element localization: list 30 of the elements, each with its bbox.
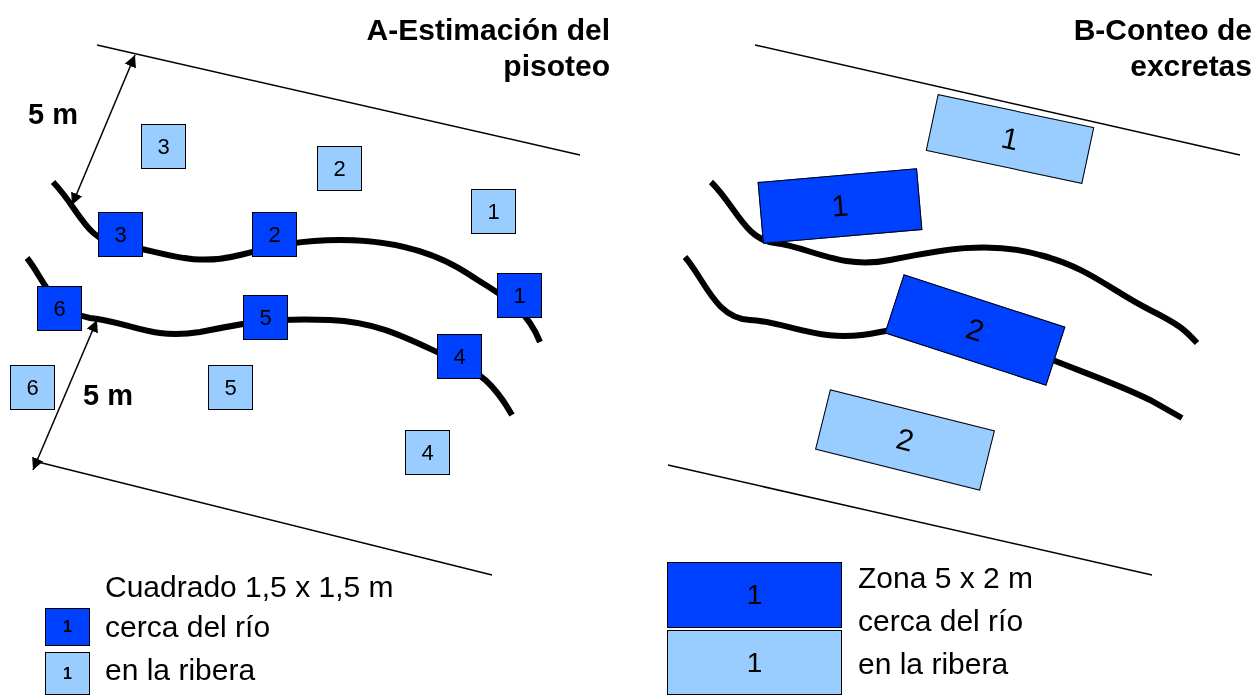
sampling-zone: 1: [757, 168, 923, 244]
sampling-quadrat: 3: [98, 212, 143, 257]
sampling-zone: 1: [925, 94, 1095, 184]
legend-swatch: 1: [667, 562, 842, 628]
legend-swatch: 1: [45, 608, 90, 646]
sampling-zone: 2: [884, 274, 1066, 386]
sampling-quadrat: 3: [141, 124, 186, 169]
sampling-quadrat: 1: [497, 273, 542, 318]
panel-heading: A-Estimación del pisoteo: [365, 12, 610, 84]
sampling-quadrat: 4: [437, 334, 482, 379]
legend-swatch: 1: [45, 652, 90, 695]
panel-heading: B-Conteo de excretas: [1072, 12, 1252, 84]
sampling-quadrat: 2: [252, 212, 297, 257]
legend-text: cerca del río: [858, 604, 1024, 638]
legend-text: en la ribera: [858, 647, 1009, 681]
legend-swatch: 1: [667, 630, 842, 695]
legend-title: Cuadrado 1,5 x 1,5 m: [105, 570, 394, 604]
sampling-quadrat: 1: [471, 189, 516, 234]
sampling-quadrat: 4: [405, 430, 450, 475]
dimension-label: 5 m: [83, 378, 133, 412]
sampling-quadrat: 6: [37, 286, 82, 331]
sampling-quadrat: 5: [243, 295, 288, 340]
dimension-label: 5 m: [28, 97, 78, 131]
legend-text: en la ribera: [105, 653, 256, 687]
sampling-quadrat: 6: [10, 365, 55, 410]
sampling-quadrat: 5: [208, 365, 253, 410]
sampling-zone: 2: [815, 389, 995, 491]
sampling-quadrat: 2: [317, 146, 362, 191]
legend-title: Zona 5 x 2 m: [858, 561, 1034, 595]
legend-text: cerca del río: [105, 610, 271, 644]
